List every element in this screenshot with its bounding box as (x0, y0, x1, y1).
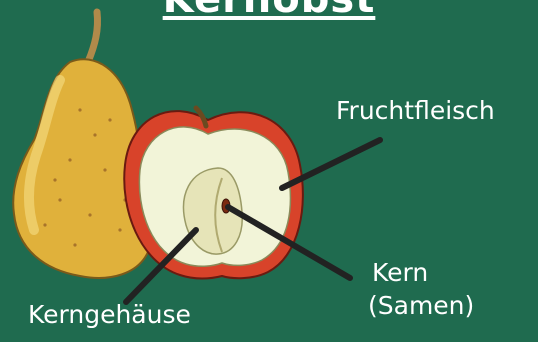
label-fruchtfleisch: Fruchtfleisch (336, 96, 495, 126)
label-samen: (Samen) (368, 291, 474, 321)
label-kerngehaeuse: Kerngehäuse (28, 300, 191, 330)
page-title: Kernobst (0, 0, 538, 22)
apple-half-illustration (124, 108, 303, 279)
label-kern: Kern (372, 258, 428, 288)
